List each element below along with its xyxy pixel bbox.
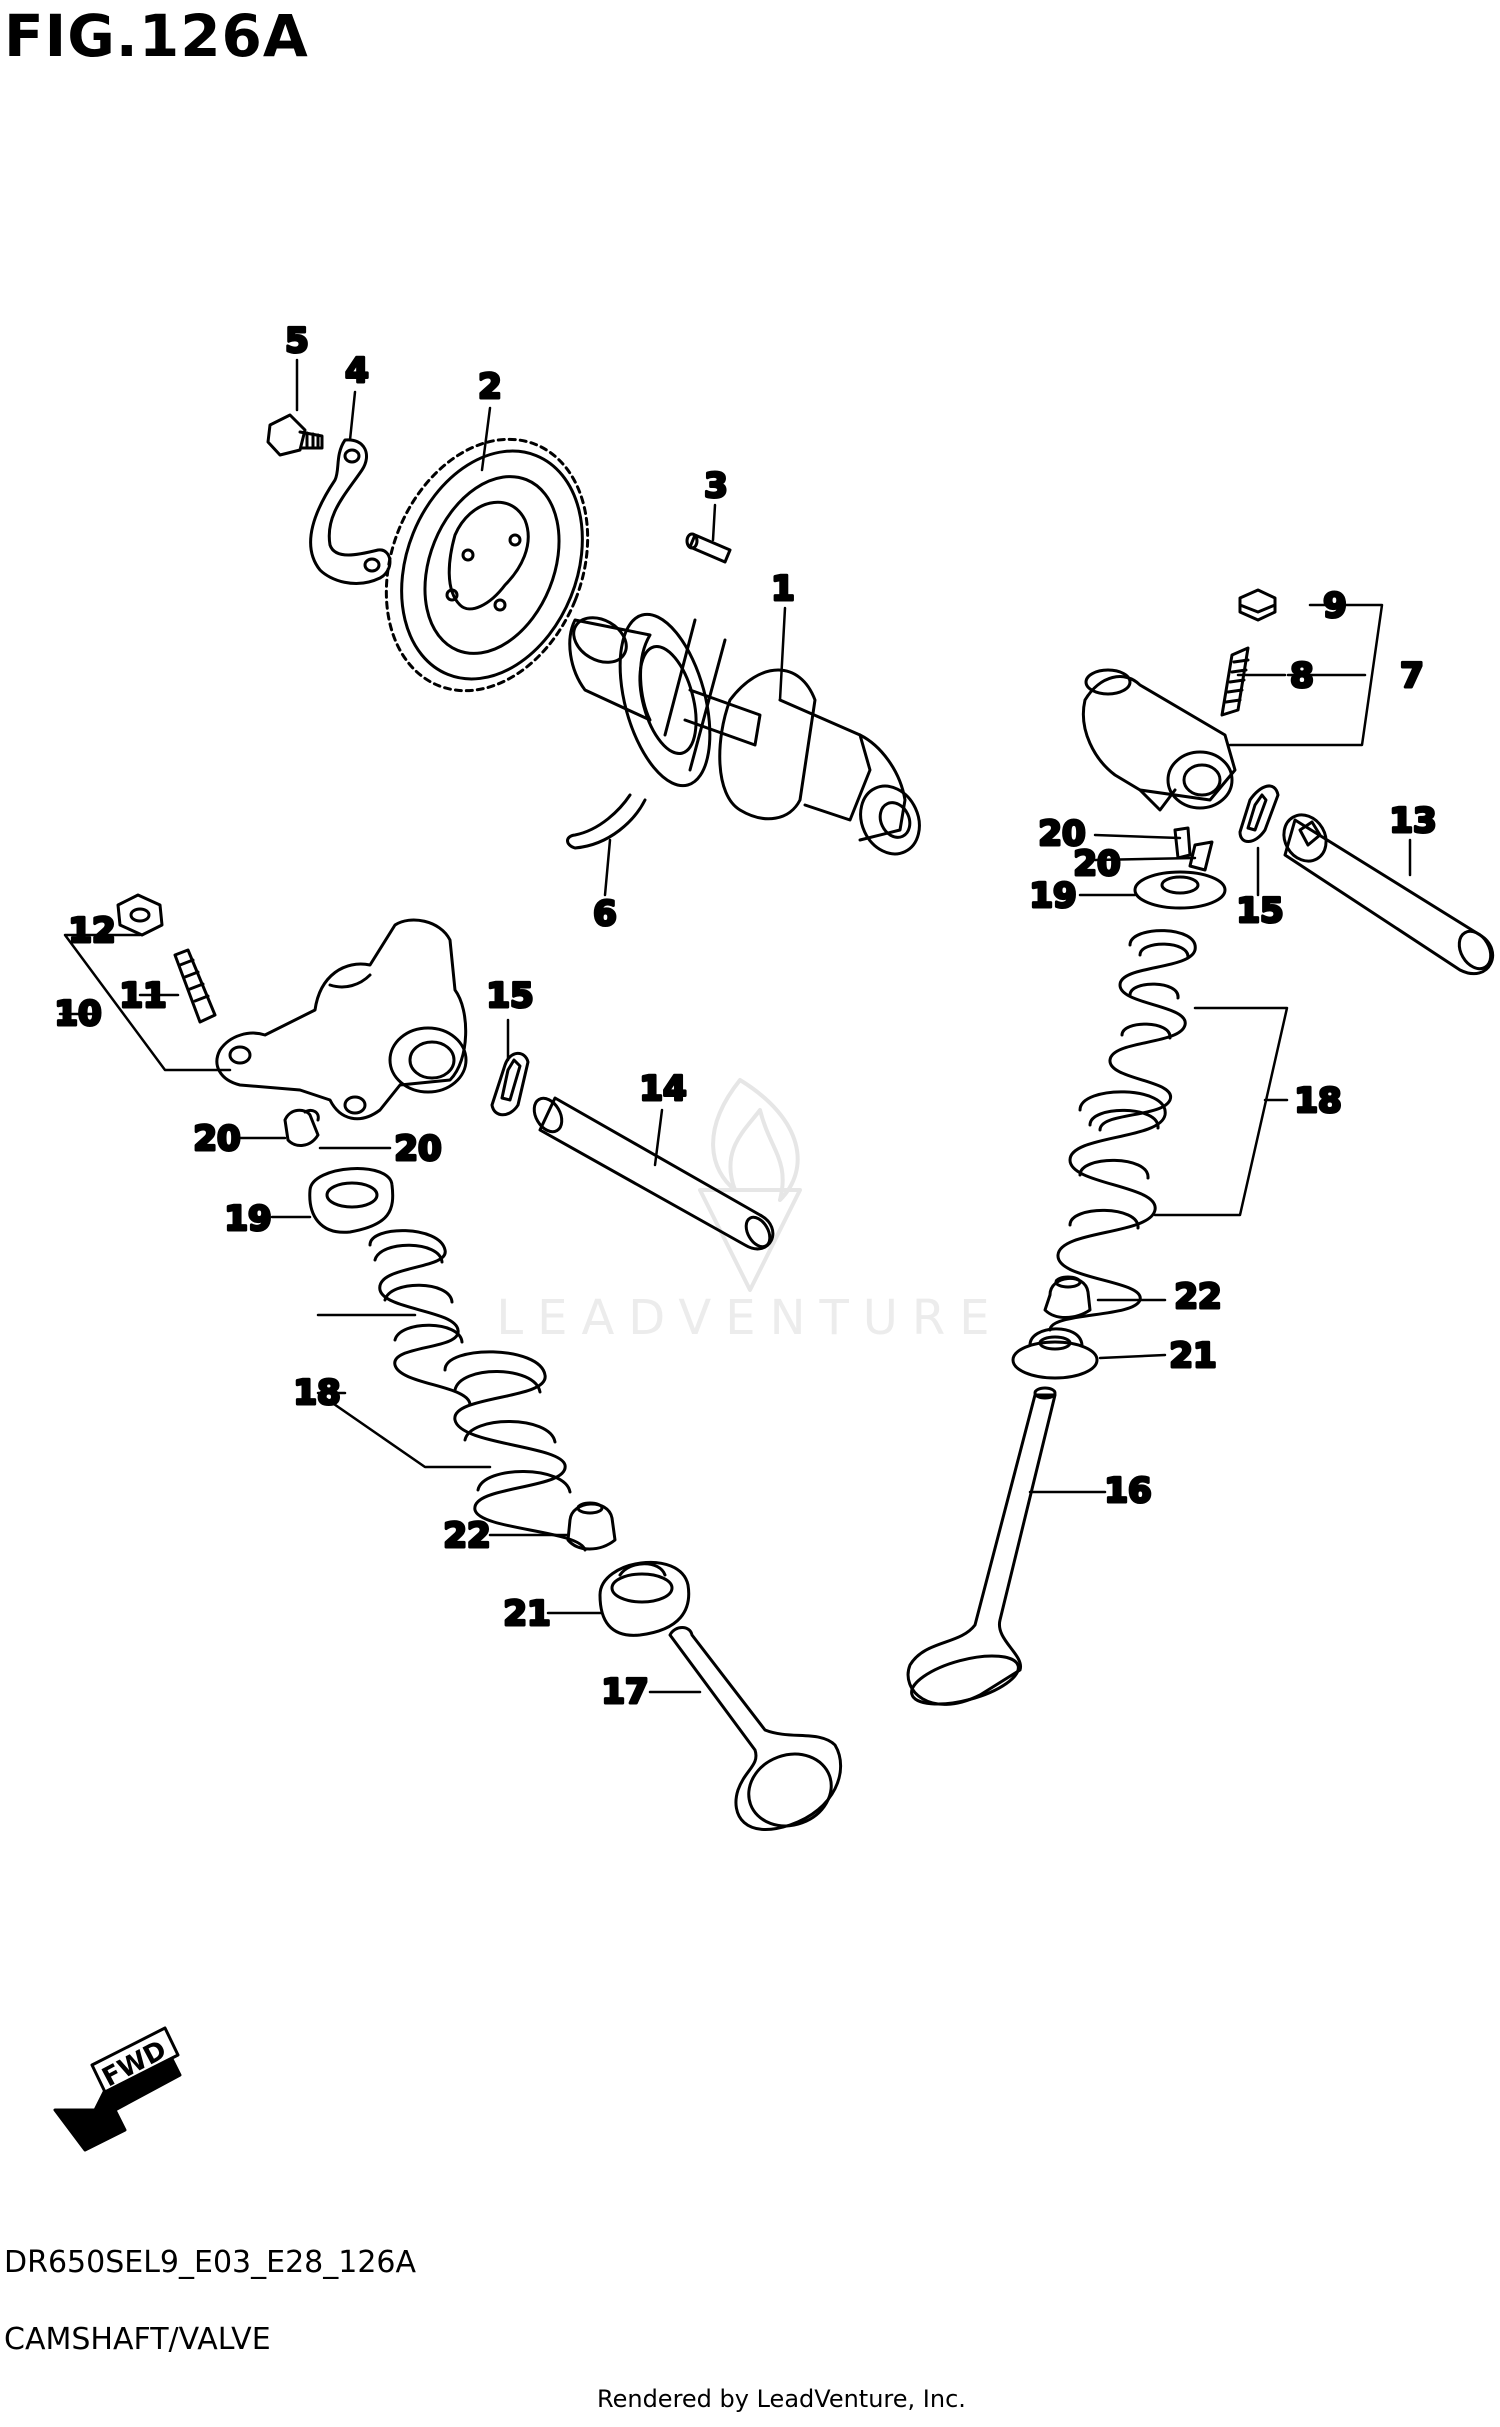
- callout-1: 1: [771, 569, 795, 609]
- part-19-retainer-right: [1133, 870, 1227, 910]
- watermark-logo: [698, 1078, 802, 1292]
- part-22-seal-left: [566, 1501, 617, 1551]
- part-20-keepers-right: [1173, 826, 1214, 872]
- part-14-rocker-shaft: [532, 1096, 775, 1251]
- part-18-springs-right: [1048, 929, 1197, 1332]
- callout-13: 13: [1389, 801, 1436, 841]
- callout-6: 6: [593, 894, 617, 934]
- part-5-bolt: [266, 413, 324, 457]
- part-19-retainer-left: [308, 1167, 395, 1234]
- render-credit: Rendered by LeadVenture, Inc.: [597, 2385, 966, 2413]
- callout-9: 9: [1323, 586, 1347, 626]
- part-11-adjust-screw: [173, 948, 217, 1024]
- callout-19-left: 19: [224, 1199, 271, 1239]
- part-22-seal-right: [1043, 1275, 1092, 1319]
- callout-19-right: 19: [1029, 876, 1076, 916]
- part-13-rocker-shaft: [1282, 813, 1495, 976]
- callout-2: 2: [478, 367, 502, 407]
- callout-15-right: 15: [1236, 891, 1283, 931]
- part-21-seat-right: [1011, 1327, 1099, 1380]
- part-15-washer-right: [1238, 784, 1280, 843]
- part-16-valve-right: [906, 1386, 1057, 1706]
- callout-7: 7: [1400, 656, 1424, 696]
- part-18-springs-left: [368, 1229, 587, 1552]
- part-6-circlip: [566, 793, 647, 850]
- callout-11: 11: [119, 976, 166, 1016]
- callout-16: 16: [1104, 1471, 1151, 1511]
- part-17-valve-left: [668, 1626, 843, 1831]
- watermark: LEADVENTURE: [496, 1290, 1004, 1346]
- callout-12: 12: [68, 911, 115, 951]
- leader-lines: [58, 358, 1412, 1694]
- callout-20-left-b: 20: [394, 1129, 441, 1169]
- model-code: DR650SEL9_E03_E28_126A: [4, 2245, 417, 2280]
- part-20-keepers-left: [283, 1108, 320, 1147]
- callout-22-left: 22: [443, 1516, 490, 1556]
- callout-22-right: 22: [1174, 1277, 1221, 1317]
- part-7-rocker-arm: [1082, 668, 1237, 812]
- part-21-seat-left: [598, 1561, 691, 1637]
- part-3-pin: [685, 532, 732, 564]
- part-2-sprocket: [384, 437, 590, 693]
- part-15-washer-left: [490, 1051, 530, 1117]
- part-10-rocker-arm: [215, 918, 468, 1121]
- part-1-camshaft: [568, 612, 921, 856]
- section-title: CAMSHAFT/VALVE: [4, 2322, 271, 2357]
- part-9-nut: [1238, 588, 1277, 622]
- callout-21-right: 21: [1169, 1336, 1216, 1376]
- callout-5: 5: [285, 321, 309, 361]
- callout-17: 17: [601, 1672, 648, 1712]
- callout-10: 10: [54, 994, 101, 1034]
- fwd-arrow-indicator: FWD: [53, 2026, 182, 2152]
- callout-15-left: 15: [486, 976, 533, 1016]
- part-4-bracket: [309, 438, 392, 585]
- callout-20-right-a: 20: [1038, 814, 1085, 854]
- arrow-icon: [53, 2053, 182, 2152]
- callout-18-left: 18: [293, 1373, 340, 1413]
- callout-18-right: 18: [1294, 1081, 1341, 1121]
- callout-4: 4: [345, 351, 369, 391]
- figure-title: FIG.126A: [4, 2, 309, 70]
- callout-14: 14: [639, 1069, 686, 1109]
- callout-21-left: 21: [503, 1594, 550, 1634]
- part-12-nut: [116, 893, 164, 937]
- callout-20-right-b: 20: [1073, 844, 1120, 884]
- callout-8: 8: [1290, 656, 1314, 696]
- part-8-adjust-screw: [1220, 646, 1250, 717]
- callout-3: 3: [704, 466, 728, 506]
- callout-20-left-a: 20: [193, 1119, 240, 1159]
